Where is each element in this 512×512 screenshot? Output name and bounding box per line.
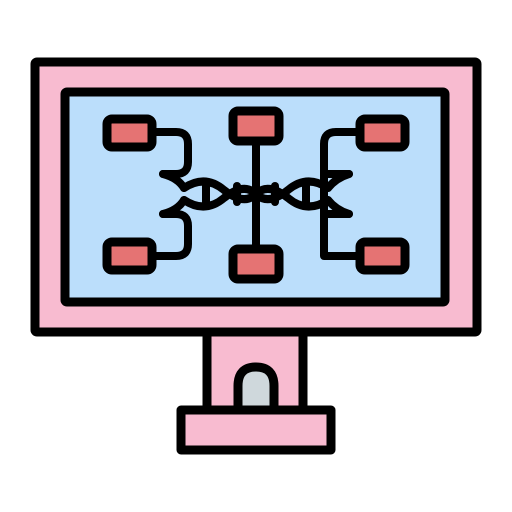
network-nodes [102,106,410,284]
stand-base [176,405,336,455]
stand-slot [233,362,279,417]
dna-helix-icon [159,170,353,218]
node-bottom-center [228,244,284,284]
node-bottom-left [102,237,157,275]
node-top-center [228,106,284,146]
node-top-left [102,114,157,152]
node-bottom-right [355,237,410,275]
node-top-right [355,114,410,152]
